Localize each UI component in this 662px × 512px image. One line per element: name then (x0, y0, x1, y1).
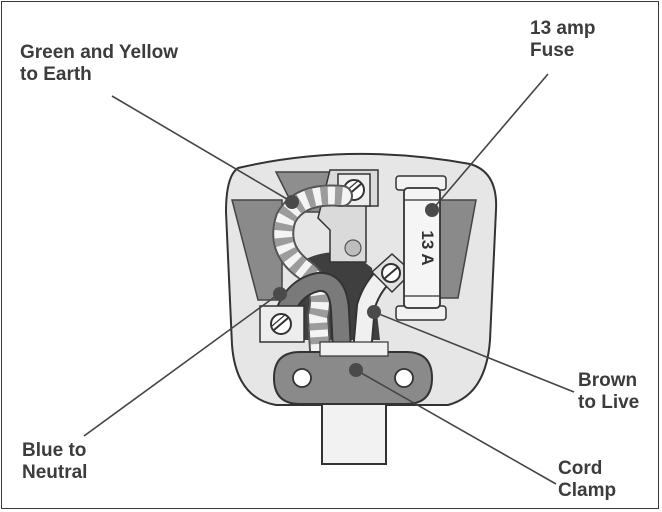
neutral-label-line2: Neutral (22, 462, 88, 483)
neutral-label-line1: Blue to (22, 440, 87, 461)
clamp-screw-left (292, 368, 312, 388)
leader-lines (83, 73, 575, 485)
label-dots (273, 195, 439, 377)
earth-label-line1: Green and Yellow (20, 42, 179, 63)
fuse-rating: 13 A (418, 230, 437, 265)
live-label-line1: Brown (578, 370, 638, 391)
live-label-line2: to Live (578, 392, 640, 413)
neutral-label: Blue to Neutral (22, 440, 87, 484)
neutral-dot (273, 287, 287, 301)
clamp-label-line1: Cord (558, 458, 603, 479)
fuse-leader (431, 73, 549, 211)
clamp-dot (349, 363, 363, 377)
live-leader (373, 311, 575, 393)
earth-dot (285, 195, 299, 209)
fuse-label-line2: Fuse (530, 40, 575, 61)
neutral-leader (83, 295, 277, 437)
fixing-hole (344, 239, 362, 257)
clamp-label: Cord Clamp (558, 458, 616, 502)
fuse-label: 13 amp Fuse (530, 18, 595, 62)
earth-leader (111, 95, 293, 203)
earth-label: Green and Yellow to Earth (20, 42, 178, 86)
live-label: Brown to Live (578, 370, 639, 414)
clamp-screw-right (394, 368, 414, 388)
clamp-label-line2: Clamp (558, 480, 617, 501)
live-dot (367, 305, 381, 319)
fuse-dot (425, 203, 439, 217)
earth-label-line2: to Earth (20, 64, 92, 85)
clamp-leader (355, 369, 557, 485)
fuse-label-line1: 13 amp (530, 18, 596, 39)
fuse-cartridge (403, 187, 441, 309)
